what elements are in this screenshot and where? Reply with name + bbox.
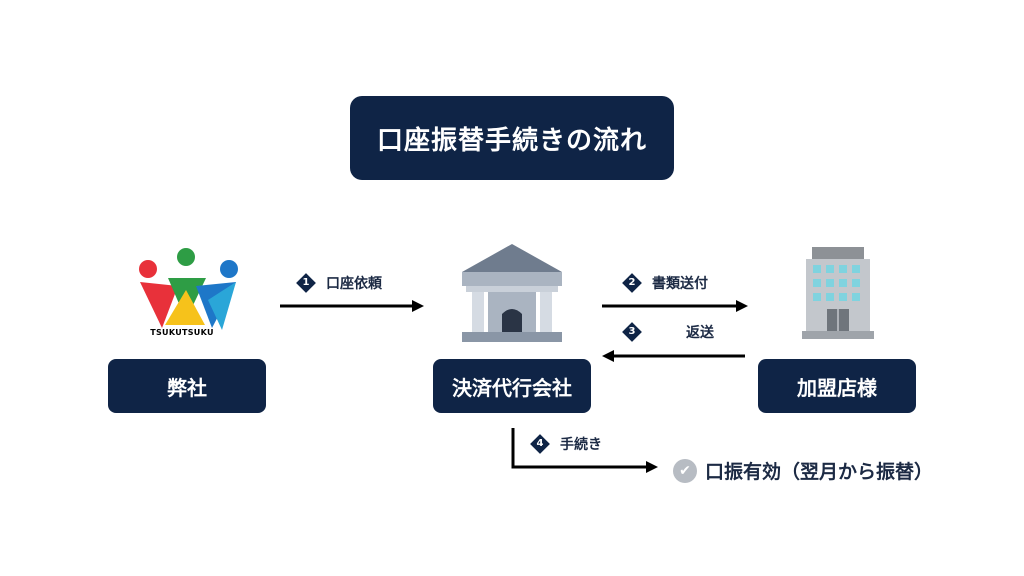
logo-blue-dot	[220, 260, 238, 278]
step-1-text: 口座依頼	[326, 276, 382, 292]
company-logo-text: TSUKUTSUKU	[150, 328, 214, 337]
logo-cyan-shape	[208, 282, 236, 330]
step-2-text: 書類送付	[652, 276, 708, 292]
arrow-step2	[602, 300, 748, 312]
diagram-title: 口座振替手続きの流れ	[350, 96, 674, 180]
company-box: 弊社	[108, 359, 266, 413]
arrow-step1	[280, 300, 424, 312]
logo-red-dot	[139, 260, 157, 278]
step-4-label: 4 手続き	[530, 434, 602, 454]
logo-yellow-shape	[165, 290, 205, 325]
step-4-text: 手続き	[560, 437, 602, 453]
bank-icon	[462, 244, 562, 342]
step-1-label: 1 口座依頼	[296, 273, 382, 293]
step-3-text: 返送	[686, 325, 714, 341]
step-3-label: 3 返送	[622, 322, 714, 342]
arrow-step3	[602, 350, 745, 362]
result-text: 口振有効（翌月から振替）	[705, 461, 934, 483]
step-3-badge: 3	[622, 322, 642, 342]
arrow-step4	[511, 428, 658, 473]
check-icon: ✔	[673, 458, 697, 483]
step-2-badge: 2	[622, 273, 642, 293]
step-4-badge: 4	[530, 434, 550, 454]
result-status: ✔ 口振有効（翌月から振替）	[673, 457, 933, 484]
step-2-label: 2 書類送付	[622, 273, 708, 293]
building-icon	[802, 247, 874, 339]
company-logo	[139, 248, 238, 330]
agent-box: 決済代行会社	[433, 359, 591, 413]
step-1-badge: 1	[296, 273, 316, 293]
merchant-box: 加盟店様	[758, 359, 916, 413]
logo-green-dot	[177, 248, 195, 266]
logo-red-shape	[140, 282, 178, 328]
